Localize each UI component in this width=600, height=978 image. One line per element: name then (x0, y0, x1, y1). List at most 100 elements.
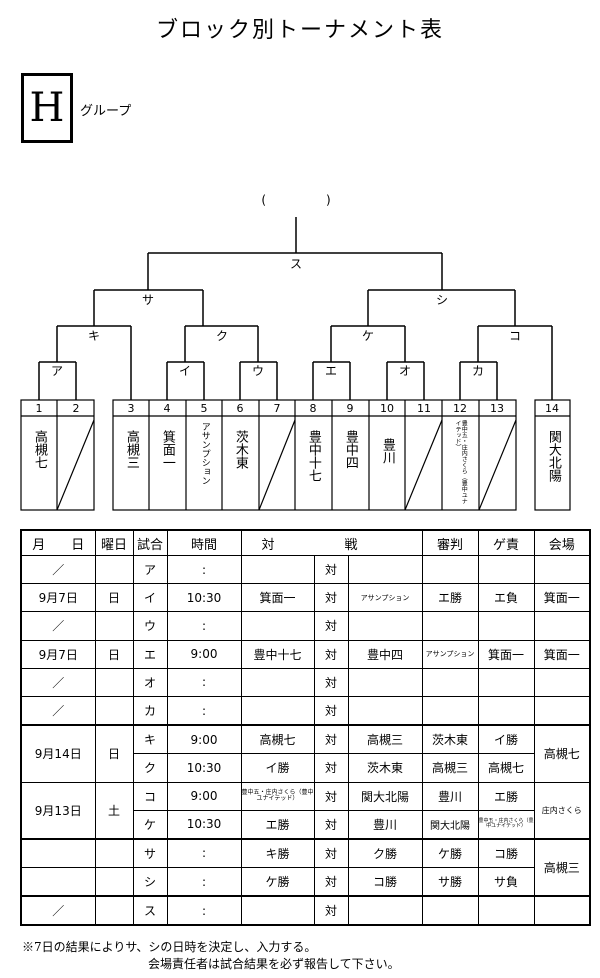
team-slot-3: 高槻三 (123, 430, 139, 469)
label-e: エ (325, 364, 337, 378)
row-match: オ (132, 667, 168, 697)
row-team2: 豊川 (347, 809, 423, 840)
row-team2: 高槻三 (347, 724, 423, 755)
row-ref: 高槻三 (421, 753, 479, 783)
slot-number: 14 (545, 402, 559, 415)
header-time: 時間 (166, 529, 242, 556)
table-row: ／ ウ : 対 (20, 611, 591, 641)
bracket-lines (38, 217, 553, 400)
team-slot-8: 豊中十七 (305, 430, 321, 482)
row-venue (533, 667, 591, 697)
row-match: エ (132, 639, 168, 669)
row-day (94, 837, 134, 869)
slot-number: 11 (417, 402, 431, 415)
row-vs: 対 (313, 867, 349, 897)
row-venue: 高槻七 (533, 724, 591, 783)
row-match: ス (132, 895, 168, 926)
row-ref: ケ勝 (421, 837, 479, 869)
row-vs: 対 (313, 753, 349, 783)
slot-number: 5 (201, 402, 208, 415)
row-vs: 対 (313, 781, 349, 811)
row-time: 9:00 (166, 724, 242, 755)
team-boxes (20, 399, 571, 511)
row-day (94, 695, 134, 726)
row-match: キ (132, 724, 168, 755)
row-team1: 箕面一 (240, 583, 315, 613)
row-date: ／ (20, 695, 96, 726)
row-ref: サ勝 (421, 867, 479, 897)
row-day (94, 667, 134, 697)
row-vs: 対 (313, 809, 349, 840)
header-matchup: 対戦 (240, 529, 423, 556)
row-day: 日 (94, 724, 134, 783)
row-ref (421, 554, 479, 585)
table-row: 9月7日 日 イ 10:30 箕面一 対 アサンプション エ勝 エ負 箕面一 (20, 583, 591, 613)
schedule-header-row: 月 日 曜日 試合 時間 対戦 審判 ゲ責 会場 (20, 529, 591, 556)
team-slot-5: アサンプション (199, 422, 210, 485)
row-vs: 対 (313, 554, 349, 585)
row-time: 10:30 (166, 753, 242, 783)
row-match: コ (132, 781, 168, 811)
table-row: ／ ア : 対 (20, 554, 591, 585)
row-time: : (166, 611, 242, 641)
table-row: ／ オ : 対 (20, 667, 591, 697)
row-ref (421, 611, 479, 641)
schedule-table: 月 日 曜日 試合 時間 対戦 審判 ゲ責 会場 ／ ア : 対 9月7日 日 … (20, 529, 592, 927)
row-date: ／ (20, 667, 96, 697)
row-team1: 豊中五・庄内さくら（豊中ユナイテッド） (240, 781, 315, 811)
row-match: ア (132, 554, 168, 585)
row-time: 10:30 (166, 583, 242, 613)
row-team1: ケ勝 (240, 867, 315, 897)
team-slot-9: 豊中四 (342, 430, 358, 469)
row-ref (421, 667, 479, 697)
team-slot-6: 茨木東 (232, 430, 248, 469)
row-gs (477, 695, 535, 726)
row-time: : (166, 554, 242, 585)
row-team2: アサンプション (347, 583, 423, 613)
header-referee: 審判 (421, 529, 479, 556)
row-ref: アサンプション (421, 639, 479, 669)
row-team1: 高槻七 (240, 724, 315, 755)
row-date: 9月13日 (20, 781, 96, 840)
slot-number: 7 (274, 402, 281, 415)
row-team1 (240, 695, 315, 726)
group-label: グループ (80, 104, 132, 119)
label-su: ス (290, 257, 302, 271)
table-row: サ : キ勝 対 ク勝 ケ勝 コ勝 高槻三 (20, 837, 591, 897)
table-row: ／ ス : 対 (20, 895, 591, 926)
row-gs: コ勝 (477, 837, 535, 869)
row-match: サ (132, 837, 168, 869)
row-vs: 対 (313, 611, 349, 641)
slot-number: 9 (347, 402, 354, 415)
row-match: ケ (132, 809, 168, 840)
row-gs (477, 554, 535, 585)
team-slot-14: 関大北陽 (545, 430, 561, 482)
row-venue (533, 695, 591, 726)
table-row: 9月13日 土 コ 9:00 豊中五・庄内さくら（豊中ユナイテッド） 対 関大北… (20, 781, 591, 840)
label-i: イ (179, 364, 191, 378)
row-ref: エ勝 (421, 583, 479, 613)
row-team1 (240, 554, 315, 585)
row-date (20, 837, 96, 869)
group-letter-box: H (21, 73, 73, 143)
header-day: 曜日 (94, 529, 134, 556)
row-time: 9:00 (166, 639, 242, 669)
row-day (94, 554, 134, 585)
row-gs: エ負 (477, 583, 535, 613)
row-ref: 豊川 (421, 781, 479, 811)
header-venue: 会場 (533, 529, 591, 556)
row-date: 9月7日 (20, 639, 96, 669)
row-vs: 対 (313, 667, 349, 697)
footnote-result: ※7日の結果によりサ、シの日時を決定し、入力する。 (22, 940, 317, 954)
row-team1 (240, 611, 315, 641)
slot-number: 8 (310, 402, 317, 415)
header-date: 月 日 (20, 529, 96, 556)
row-team2 (347, 895, 423, 926)
row-team1: エ勝 (240, 809, 315, 840)
final-paren: ( ) (261, 193, 330, 207)
page-title: ブロック別トーナメント表 (155, 18, 444, 43)
row-venue (533, 611, 591, 641)
row-gs: 高槻七 (477, 753, 535, 783)
row-date: ／ (20, 895, 96, 926)
row-venue: 庄内さくら (533, 781, 591, 840)
